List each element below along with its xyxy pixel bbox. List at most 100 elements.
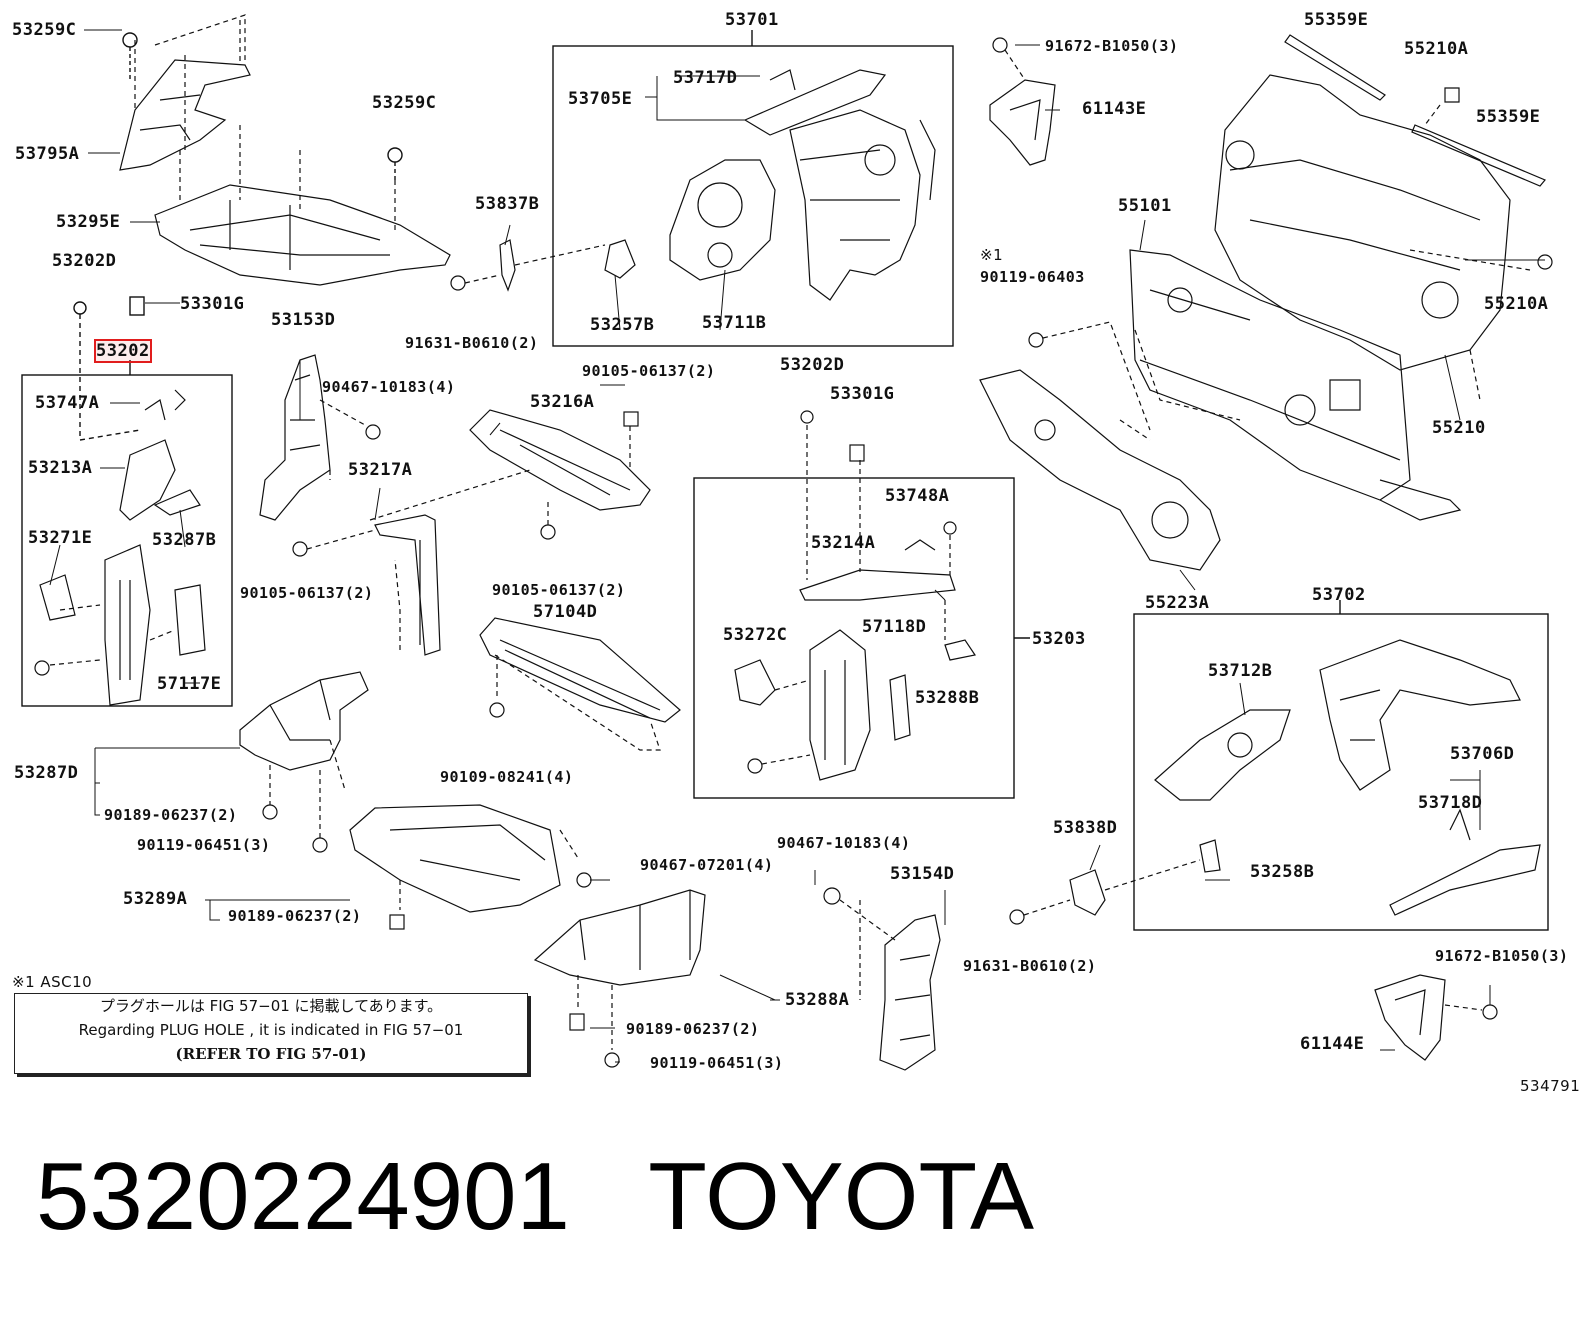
- label-53711B: 53711B: [702, 313, 767, 333]
- label-91672-B1050-bottom: 91672-B1050(3): [1435, 947, 1569, 965]
- part-55359E: [1284, 34, 1553, 270]
- label-55223A: 55223A: [1145, 593, 1210, 613]
- part-53295E: [154, 125, 451, 286]
- label-90467-07201: 90467-07201(4): [640, 856, 774, 874]
- footer-brand: TOYOTA: [648, 1143, 1035, 1250]
- parts-diagram: [21, 14, 1553, 1071]
- label-53747A: 53747A: [35, 393, 100, 413]
- label-53216A: 53216A: [530, 392, 595, 412]
- group-box-53202: [21, 374, 233, 707]
- label-55210A-right: 55210A: [1484, 294, 1549, 314]
- label-90189-06237-left: 90189-06237(2): [104, 806, 238, 824]
- label-53748A: 53748A: [885, 486, 950, 506]
- label-90467-10183-bottom: 90467-10183(4): [777, 834, 911, 852]
- part-61144E: [1374, 974, 1498, 1061]
- label-53706D: 53706D: [1450, 744, 1515, 764]
- label-90119-06451-left: 90119-06451(3): [137, 836, 271, 854]
- label-53288A: 53288A: [785, 990, 850, 1010]
- label-90189-06237-bottom: 90189-06237(2): [626, 1020, 760, 1038]
- part-53217A: [292, 514, 441, 656]
- label-91672-B1050-top: 91672-B1050(3): [1045, 37, 1179, 55]
- label-90189-06237-mid: 90189-06237(2): [228, 907, 362, 925]
- label-53259C-mid: 53259C: [372, 93, 437, 113]
- label-55101: 55101: [1118, 196, 1172, 216]
- part-53701: [450, 69, 936, 301]
- label-asc10-note: ※1 ASC10: [12, 973, 93, 991]
- label-53258B: 53258B: [1250, 862, 1315, 882]
- part-53213A: [34, 389, 206, 706]
- note-line-english: Regarding PLUG HOLE , it is indicated in…: [78, 1021, 464, 1039]
- label-53288B: 53288B: [915, 688, 980, 708]
- label-53702: 53702: [1312, 585, 1366, 605]
- label-53287D: 53287D: [14, 763, 79, 783]
- label-53203: 53203: [1032, 629, 1086, 649]
- label-asterisk-1: ※1: [980, 246, 1004, 264]
- part-57104D: [479, 617, 681, 751]
- group-box-53702: [1133, 613, 1549, 931]
- label-57118D: 57118D: [862, 617, 927, 637]
- label-90119-06451-bottom: 90119-06451(3): [650, 1054, 784, 1072]
- label-53705E: 53705E: [568, 89, 633, 109]
- label-55210: 55210: [1432, 418, 1486, 438]
- label-53202D-left: 53202D: [52, 251, 117, 271]
- label-53217A: 53217A: [348, 460, 413, 480]
- plug-hole-note-box: プラグホールは FIG 57−01 に掲載してあります。 Regarding P…: [14, 993, 528, 1074]
- label-53202D-mid: 53202D: [780, 355, 845, 375]
- footer-title: 5320224901 TOYOTA: [36, 1142, 1034, 1252]
- label-55210A-top: 55210A: [1404, 39, 1469, 59]
- label-53153D: 53153D: [271, 310, 336, 330]
- leader-lines: [49, 29, 1545, 1063]
- part-53154D: [823, 887, 941, 1071]
- label-90109-08241: 90109-08241(4): [440, 768, 574, 786]
- label-61143E: 61143E: [1082, 99, 1147, 119]
- clip-icons: [73, 32, 403, 441]
- label-90105-06137-left: 90105-06137(2): [240, 584, 374, 602]
- label-57104D: 57104D: [533, 602, 598, 622]
- part-53795A: [119, 14, 251, 171]
- part-55223A: [979, 321, 1221, 571]
- label-53259C-top: 53259C: [12, 20, 77, 40]
- part-61143E: [989, 37, 1056, 166]
- label-53717D: 53717D: [673, 68, 738, 88]
- label-53712B: 53712B: [1208, 661, 1273, 681]
- group-box-53701: [552, 45, 954, 347]
- label-53289A: 53289A: [123, 889, 188, 909]
- label-55359E-top: 55359E: [1304, 10, 1369, 30]
- label-53202-highlighted: 53202: [94, 339, 152, 363]
- figure-number: 534791: [1520, 1077, 1581, 1095]
- label-90467-10183-top: 90467-10183(4): [322, 378, 456, 396]
- label-57117E: 57117E: [157, 674, 222, 694]
- note-line-japanese: プラグホールは FIG 57−01 に掲載してあります。: [99, 997, 443, 1015]
- label-53271E: 53271E: [28, 528, 93, 548]
- note-line-reference: (REFER TO FIG 57-01): [175, 1045, 367, 1063]
- label-53838D: 53838D: [1053, 818, 1118, 838]
- footer-part-number: 5320224901: [36, 1143, 570, 1250]
- label-53287B: 53287B: [152, 530, 217, 550]
- label-53701: 53701: [725, 10, 779, 30]
- part-53287D: [239, 671, 369, 853]
- label-53718D: 53718D: [1418, 793, 1483, 813]
- label-53295E: 53295E: [56, 212, 121, 232]
- part-53203: [734, 410, 976, 781]
- part-53153D: [259, 354, 381, 521]
- label-53214A: 53214A: [811, 533, 876, 553]
- label-91631-B0610-left: 91631-B0610(2): [405, 334, 539, 352]
- part-55210: [1214, 74, 1531, 401]
- label-53154D: 53154D: [890, 864, 955, 884]
- label-53213A: 53213A: [28, 458, 93, 478]
- label-90105-06137-mid: 90105-06137(2): [492, 581, 626, 599]
- part-53288A: [533, 889, 706, 1068]
- label-90119-06403: 90119-06403: [980, 268, 1085, 286]
- part-53289A: [349, 804, 592, 930]
- label-53301G-mid: 53301G: [830, 384, 895, 404]
- part-53702: [1009, 639, 1541, 925]
- label-91631-B0610-right: 91631-B0610(2): [963, 957, 1097, 975]
- label-53257B: 53257B: [590, 315, 655, 335]
- label-53795A: 53795A: [15, 144, 80, 164]
- label-90105-06137-top: 90105-06137(2): [582, 362, 716, 380]
- part-53216A: [369, 409, 651, 540]
- label-61144E: 61144E: [1300, 1034, 1365, 1054]
- label-53272C: 53272C: [723, 625, 788, 645]
- label-55359E-mid: 55359E: [1476, 107, 1541, 127]
- label-53837B: 53837B: [475, 194, 540, 214]
